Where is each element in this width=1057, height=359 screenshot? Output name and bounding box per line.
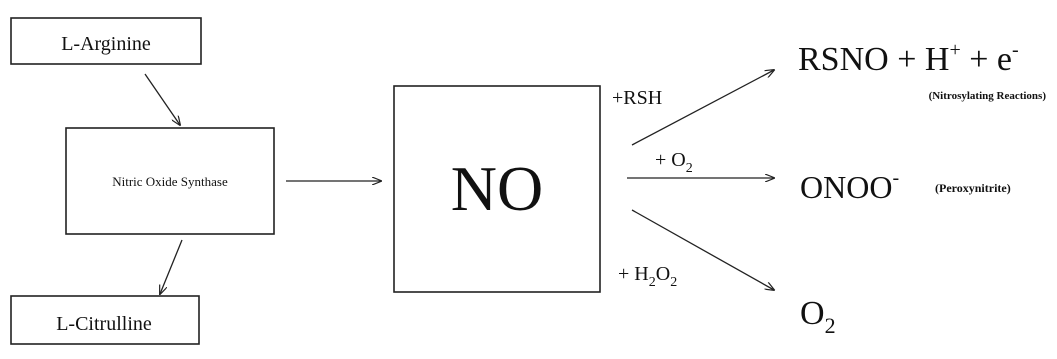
arginine-label: L-Arginine <box>61 33 151 55</box>
product-rsno-label: RSNO + H+ + e- <box>798 39 1019 78</box>
citrulline-node: L-Citrulline <box>10 295 200 345</box>
citrulline-label: L-Citrulline <box>56 313 152 335</box>
no-to-o2-arrow <box>631 209 774 290</box>
synthase-to-citrulline-arrow <box>160 239 183 294</box>
reagent-rsh-label: +RSH <box>612 87 662 109</box>
reagent-h2o2-label: + H2O2 <box>618 263 677 290</box>
product-onoo-label: ONOO- <box>800 167 899 205</box>
arginine-box <box>10 17 202 65</box>
product-onoo-note: (Peroxynitrite) <box>935 181 1011 195</box>
arginine-to-synthase-arrow <box>144 73 180 125</box>
reagent-o2-label: + O2 <box>655 149 693 176</box>
product-o2-label: O2 <box>800 295 836 338</box>
arginine-node: L-Arginine <box>10 17 202 65</box>
citrulline-box <box>10 295 200 345</box>
synthase-box <box>65 127 275 235</box>
product-rsno-note: (Nitrosylating Reactions) <box>929 90 1047 102</box>
no-to-rsno-arrow <box>631 70 774 146</box>
synthase-node: Nitric Oxide Synthase <box>65 127 275 235</box>
synthase-label: Nitric Oxide Synthase <box>112 174 228 189</box>
no-node: NO <box>393 85 601 293</box>
no-label: NO <box>451 153 543 224</box>
no-box <box>393 85 601 293</box>
